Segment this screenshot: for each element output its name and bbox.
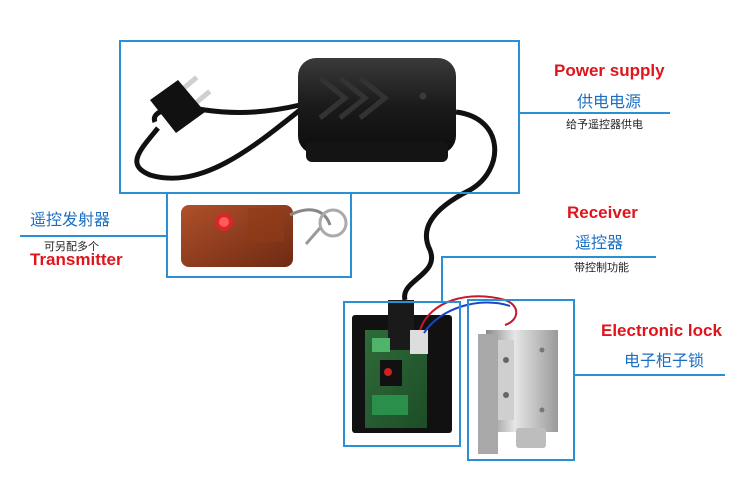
transmitter-title-en: Transmitter <box>30 250 123 269</box>
electronic-lock-image <box>478 330 558 454</box>
receiver-note: 带控制功能 <box>574 261 629 274</box>
power-supply-title-cn: 供电电源 <box>577 92 642 111</box>
receiver-title-en: Receiver <box>567 203 638 222</box>
transmitter-frame <box>166 192 352 278</box>
lock-title-en: Electronic lock <box>601 321 722 340</box>
power-supply-connector <box>520 112 670 114</box>
receiver-connector-h <box>441 256 656 258</box>
receiver-image <box>352 295 518 433</box>
transmitter-note: 可另配多个 <box>44 240 99 253</box>
lock-frame <box>467 299 575 461</box>
receiver-title-cn: 遥控器 <box>575 233 624 252</box>
lock-title-cn: 电子柜子锁 <box>624 351 705 370</box>
power-adapter-image <box>134 58 498 301</box>
lock-connector <box>575 374 725 376</box>
transmitter-connector <box>20 235 166 237</box>
transmitter-title-cn: 遥控发射器 <box>30 210 111 229</box>
power-supply-title-en: Power supply <box>554 61 665 80</box>
receiver-frame <box>343 301 461 447</box>
receiver-connector-v <box>441 256 443 301</box>
power-supply-note: 给予遥控器供电 <box>566 118 643 131</box>
power-supply-frame <box>119 40 520 194</box>
transmitter-image <box>181 205 348 267</box>
